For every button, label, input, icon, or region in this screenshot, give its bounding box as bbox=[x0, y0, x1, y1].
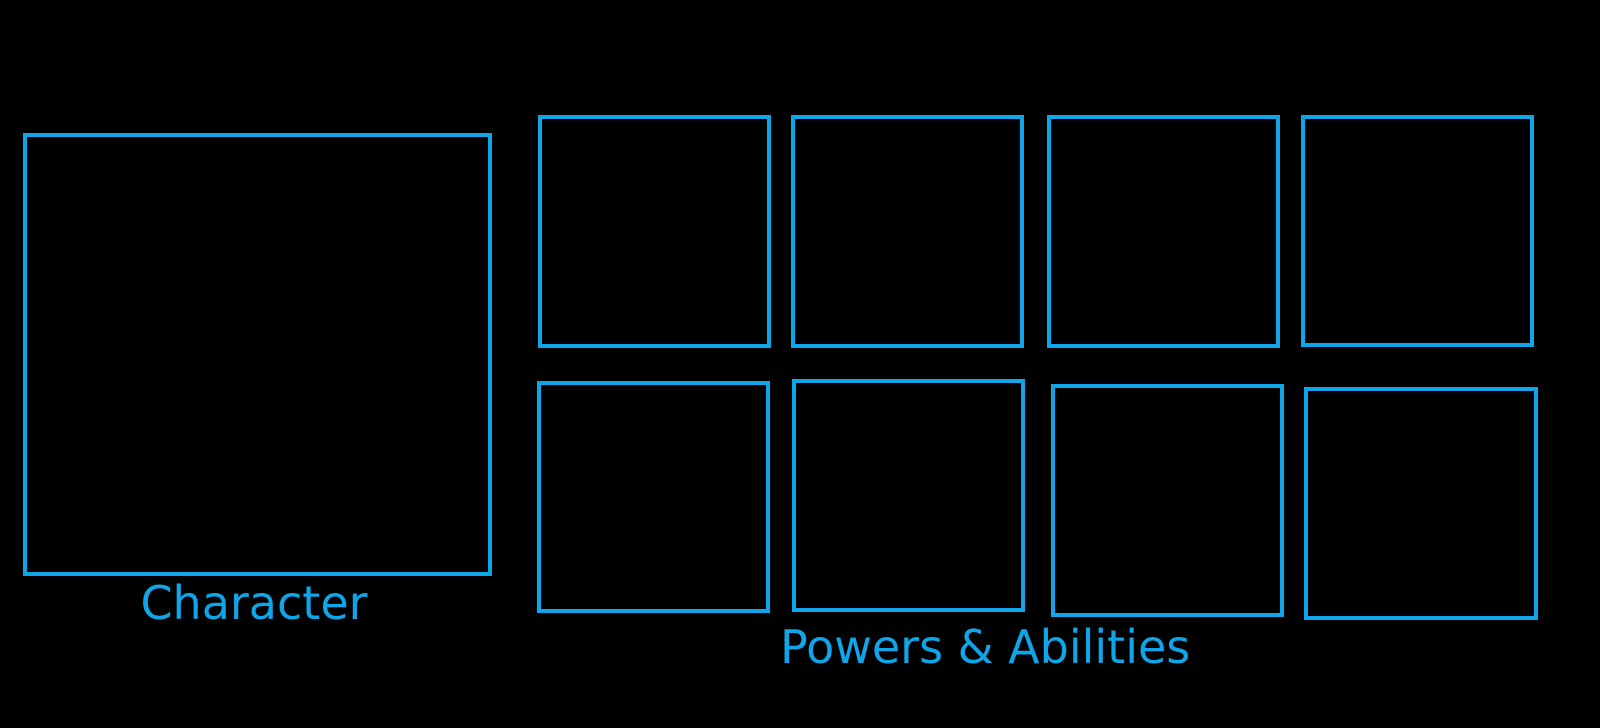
powers-abilities-label: Powers & Abilities bbox=[780, 620, 1191, 674]
power-slot-6[interactable] bbox=[792, 379, 1025, 612]
power-slot-3[interactable] bbox=[1047, 115, 1280, 348]
power-slot-4[interactable] bbox=[1301, 115, 1534, 347]
power-slot-5[interactable] bbox=[537, 381, 770, 613]
character-frame[interactable] bbox=[23, 133, 492, 576]
power-slot-8[interactable] bbox=[1304, 387, 1538, 620]
power-slot-7[interactable] bbox=[1051, 384, 1284, 617]
character-label: Character bbox=[140, 576, 368, 630]
power-slot-1[interactable] bbox=[538, 115, 771, 348]
power-slot-2[interactable] bbox=[791, 115, 1024, 348]
